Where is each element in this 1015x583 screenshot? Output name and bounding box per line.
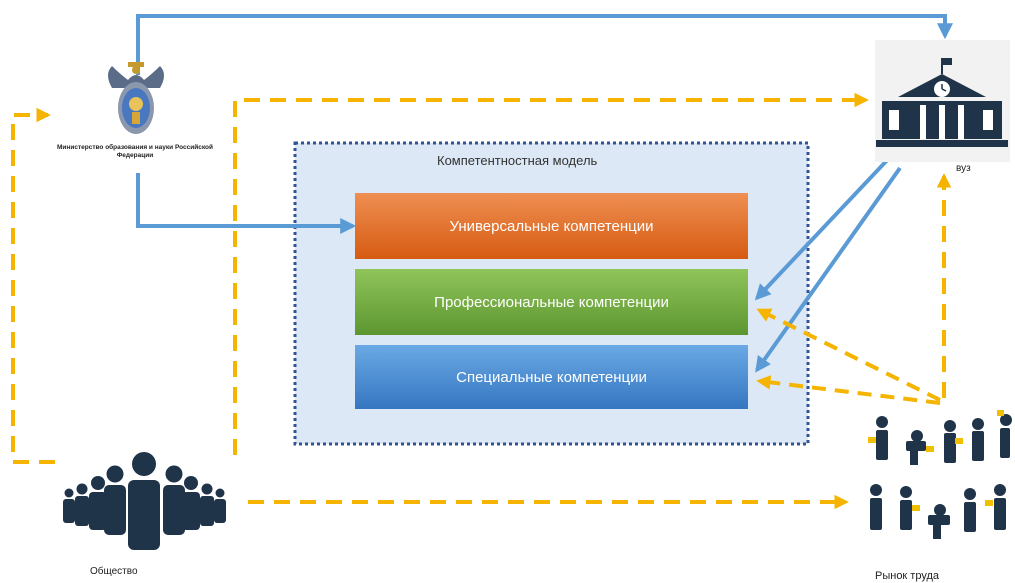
arrow-society-to-university <box>233 92 869 455</box>
special-competencies-box: Специальные компетенции <box>355 345 748 409</box>
arrow-market-to-professional <box>756 308 941 402</box>
ministry-emblem-icon <box>108 62 164 134</box>
labor-market-label: Рынок труда <box>875 570 940 582</box>
special-competencies-label: Специальные компетенции <box>456 368 647 386</box>
universal-competencies-box: Универсальные компетенции <box>355 193 748 259</box>
labor-market-workers-icon <box>868 410 1012 539</box>
society-label: Общество <box>90 566 138 577</box>
competency-model-title: Компетентностная модель <box>437 153 598 168</box>
university-label: вуз <box>956 163 971 174</box>
arrow-university-to-professional <box>754 153 894 301</box>
arrow-ministry-to-universal <box>136 173 357 234</box>
professional-competencies-label: Профессиональные компетенции <box>434 293 669 311</box>
arrow-society-to-ministry <box>11 107 55 464</box>
ministry-label: Министерство образования и науки Российс… <box>57 144 213 159</box>
professional-competencies-box: Профессиональные компетенции <box>355 269 748 335</box>
society-crowd-icon <box>63 452 226 550</box>
arrow-market-to-special <box>756 375 941 405</box>
university-building-icon <box>875 40 1010 162</box>
arrow-ministry-to-university <box>136 14 953 75</box>
universal-competencies-label: Универсальные компетенции <box>449 217 654 235</box>
arrow-university-to-special <box>755 166 902 373</box>
